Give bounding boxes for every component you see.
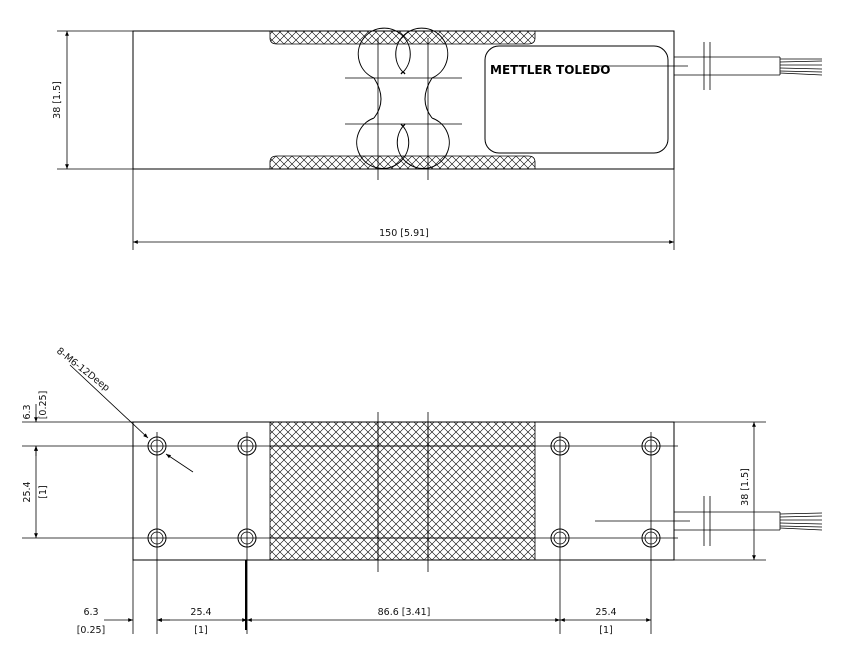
- bottom-view: 8-M6-12Deep 6.3 [0.25] 25.4 [1] 38 [1.5]: [22, 346, 823, 636]
- mounting-hole: [147, 528, 167, 548]
- bottom-hatch-zone: [269, 421, 536, 561]
- dim-edge-left-label-a: 6.3: [83, 607, 98, 618]
- label-plate: [484, 45, 669, 154]
- dim-hole-pitch-left-label-b: [1]: [194, 625, 207, 636]
- binocular-hole: [356, 27, 450, 169]
- dim-edge-left-label-b: [0.25]: [77, 625, 106, 636]
- top-body-outline: [132, 30, 675, 170]
- top-view: METTLER TOLEDO 38 [1.5] 150 [5.91]: [52, 27, 823, 250]
- hole-callout-leader: [69, 364, 149, 439]
- mounting-holes: [147, 436, 661, 548]
- dim-hole-pitch-v-label-b: [1]: [38, 485, 49, 498]
- dim-edge-top-label-a: 6.3: [22, 404, 33, 419]
- dim-hole-pitch-right-label-b: [1]: [599, 625, 612, 636]
- mounting-hole: [147, 436, 167, 456]
- top-hatch-lower: [269, 155, 536, 170]
- mounting-hole: [641, 436, 661, 456]
- top-cable: [674, 42, 823, 90]
- mounting-hole: [237, 528, 257, 548]
- mounting-hole: [550, 436, 570, 456]
- mounting-hole: [237, 436, 257, 456]
- dim-length-label: 150 [5.91]: [379, 228, 429, 239]
- dim-height-top-label: 38 [1.5]: [52, 81, 63, 119]
- top-hatch-upper: [269, 30, 536, 45]
- dim-height-bottom-label: 38 [1.5]: [740, 468, 751, 506]
- dim-center-span-label: 86.6 [3.41]: [378, 607, 431, 618]
- dim-edge-top-label-b: [0.25]: [38, 391, 49, 420]
- mounting-hole: [641, 528, 661, 548]
- hole-callout-label: 8-M6-12Deep: [54, 346, 111, 394]
- brand-label: METTLER TOLEDO: [490, 63, 610, 77]
- bottom-cable: [595, 496, 823, 546]
- dim-hole-pitch-v-label-a: 25.4: [22, 481, 33, 502]
- mounting-hole: [550, 528, 570, 548]
- dim-hole-pitch-left-label-a: 25.4: [190, 607, 211, 618]
- dim-hole-pitch-right-label-a: 25.4: [595, 607, 616, 618]
